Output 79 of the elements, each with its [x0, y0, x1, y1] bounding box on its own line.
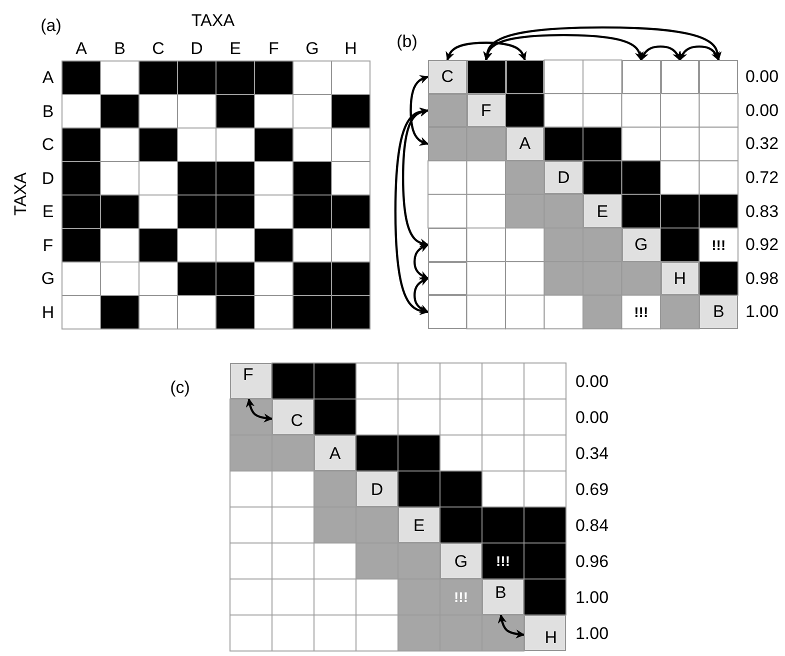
panel-label: (a) — [40, 14, 62, 36]
score-value: 0.92 — [744, 234, 780, 256]
column-header: D — [190, 38, 204, 58]
taxon-cell: C — [428, 60, 467, 94]
taxon-cell: F — [466, 94, 506, 128]
warning-mark: !!! — [633, 302, 650, 322]
score-value: 0.00 — [574, 370, 610, 392]
swap-arrow — [678, 46, 720, 61]
matrix-cell — [428, 228, 467, 262]
matrix-cell — [428, 127, 467, 161]
score-value: 1.00 — [574, 586, 610, 608]
row-header: D — [40, 168, 56, 190]
taxon-cell: B — [699, 295, 738, 329]
matrix-cell — [428, 295, 467, 329]
taxon-cell: A — [506, 127, 544, 161]
score-value: 0.32 — [744, 133, 780, 156]
row-header: G — [40, 268, 56, 290]
panel-label: (b) — [396, 30, 418, 52]
column-header: A — [74, 38, 88, 58]
row-header: A — [41, 67, 55, 90]
taxon-cell: G — [440, 543, 482, 579]
panel-label: (c) — [169, 376, 191, 398]
score-value: 0.96 — [574, 550, 610, 572]
swap-arrow — [498, 614, 525, 638]
row-header: H — [40, 302, 56, 324]
taxon-cell: B — [482, 579, 524, 615]
taxon-cell: G — [622, 228, 660, 262]
warning-mark: !!! — [710, 236, 727, 255]
taxon-cell: C — [272, 399, 314, 435]
taxon-cell: H — [524, 615, 566, 651]
column-header: F — [268, 38, 280, 58]
score-value: 0.83 — [744, 200, 780, 223]
taxon-cell: E — [583, 194, 622, 228]
warning-mark: !!! — [495, 552, 511, 571]
taxon-cell: F — [230, 363, 272, 399]
taxon-cell: E — [398, 507, 440, 543]
column-header: H — [344, 38, 358, 58]
score-value: 0.00 — [744, 66, 780, 88]
swap-arrow — [484, 34, 644, 61]
matrix-cell — [622, 60, 660, 94]
swap-arrow — [640, 46, 681, 61]
taxon-cell: H — [660, 262, 700, 296]
swap-arrow — [446, 42, 527, 61]
score-value: 1.00 — [574, 622, 610, 644]
axis-title: TAXA — [190, 10, 236, 30]
swap-arrow — [413, 277, 429, 314]
taxon-cell: D — [356, 471, 398, 507]
matrix-cell — [428, 262, 467, 296]
swap-arrow — [410, 75, 429, 146]
matrix-cell — [466, 60, 506, 94]
row-header: B — [41, 100, 55, 123]
swap-arrow — [394, 107, 429, 316]
score-value: 0.00 — [744, 100, 780, 122]
matrix-cell — [506, 60, 544, 94]
swap-arrow — [483, 26, 722, 61]
matrix-cell — [428, 94, 467, 128]
row-header: E — [41, 201, 55, 224]
row-header: F — [42, 234, 54, 257]
warning-mark: !!! — [453, 588, 469, 607]
matrix-cell — [699, 60, 738, 94]
score-value: 0.34 — [574, 442, 610, 464]
column-header: G — [304, 38, 320, 58]
taxon-cell: D — [544, 160, 583, 194]
swap-arrow — [402, 108, 429, 248]
column-header: C — [151, 38, 166, 58]
column-header: B — [113, 38, 126, 58]
score-value: 0.69 — [574, 478, 610, 500]
swap-arrow — [246, 398, 273, 422]
score-value: 0.72 — [744, 167, 780, 190]
row-header: C — [40, 134, 56, 156]
taxon-cell: A — [314, 435, 356, 471]
axis-title: TAXA — [10, 171, 30, 218]
score-value: 0.98 — [744, 268, 780, 290]
matrix-cell — [660, 60, 700, 94]
swap-arrow — [413, 244, 429, 280]
score-value: 0.84 — [574, 514, 610, 536]
score-value: 0.00 — [574, 406, 610, 428]
column-header: E — [228, 38, 242, 58]
score-value: 1.00 — [744, 301, 780, 324]
